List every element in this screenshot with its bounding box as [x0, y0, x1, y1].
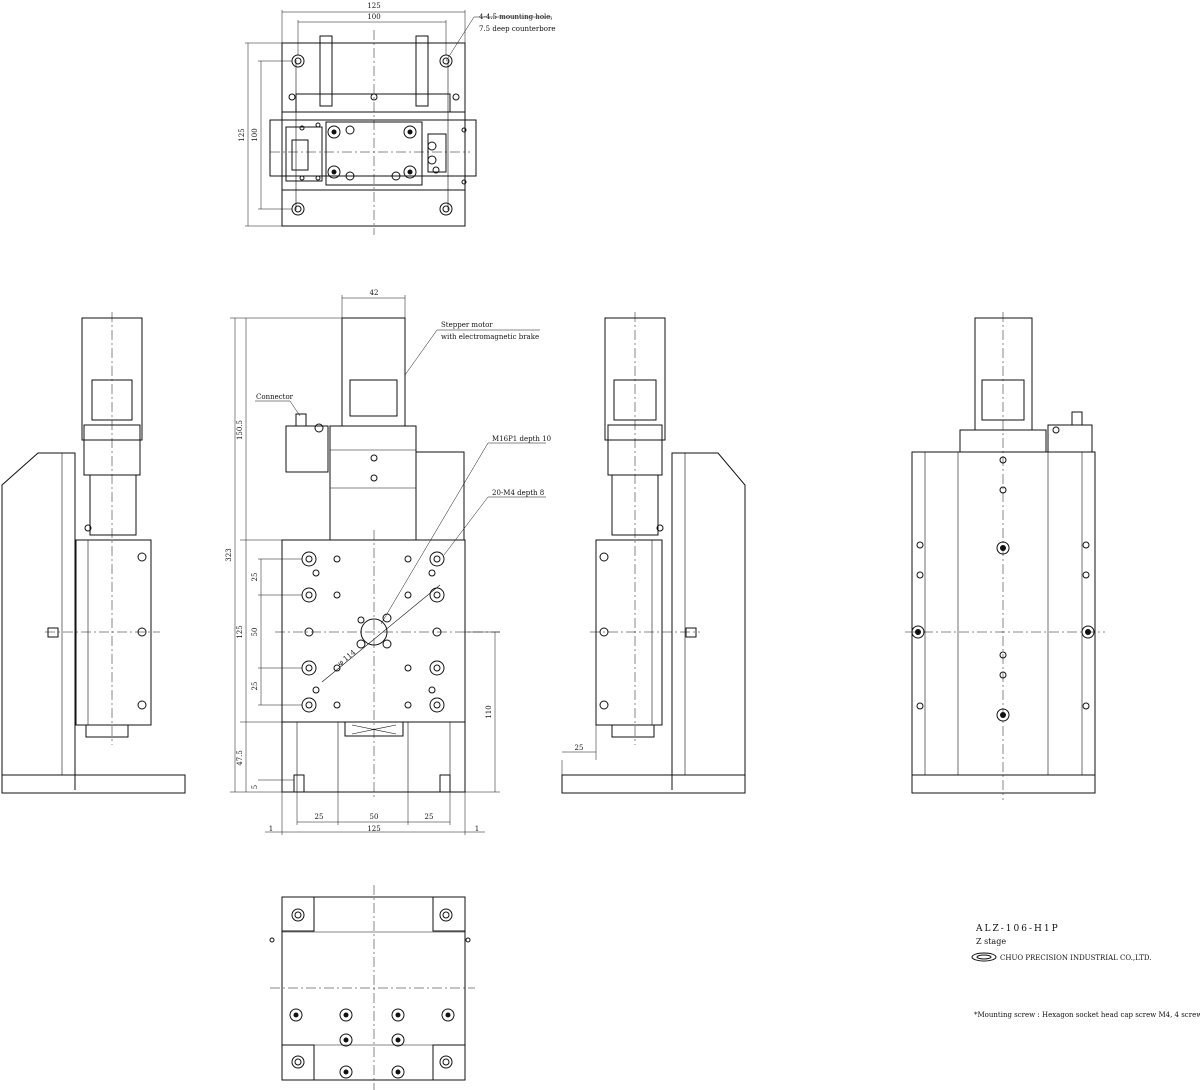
dim-base-47: 47.5	[236, 750, 244, 766]
model-description: Z stage	[976, 937, 1006, 946]
dim-top-side-125: 125	[238, 128, 246, 141]
mounting-hole-note-1: 4-4.5 mounting hole,	[479, 13, 553, 21]
mounting-hole-icon	[291, 54, 453, 216]
dim-edge-right: 1	[475, 825, 479, 833]
dim-total-323: 323	[225, 548, 233, 561]
dim-top-side-100: 100	[251, 128, 259, 141]
pcd-label: φ 114	[336, 648, 357, 667]
bottom-view	[269, 885, 475, 1090]
mounting-hole-note-2: 7.5 deep counterbore	[479, 25, 555, 33]
connector-label: Connector	[256, 393, 294, 401]
dim-bottom-25-right: 25	[425, 813, 434, 821]
dim-25-top: 25	[251, 573, 259, 582]
mounting-screw-note: *Mounting screw : Hexagon socket head ca…	[974, 1011, 1200, 1019]
dim-bottom-125: 125	[367, 825, 380, 833]
dim-top-125: 125	[367, 2, 380, 10]
dim-25-bottom: 25	[251, 682, 259, 691]
top-view: 125 100 125 100 4-4.5 mounting hole, 7.5…	[238, 2, 555, 235]
dim-5: 5	[251, 785, 259, 789]
center-hole-label: M16P1 depth 10	[492, 435, 551, 443]
model-number: ALZ-106-H1P	[975, 924, 1060, 934]
front-view: 42 323 150.5 125 47.5 25 50 25 5 110 25 …	[225, 289, 551, 835]
motor-label-2: with electromagnetic brake	[441, 333, 539, 341]
dim-motor-42: 42	[370, 289, 379, 297]
right-side-view: 25	[561, 312, 746, 794]
title-block: ALZ-106-H1P Z stage CHUO PRECISION INDUS…	[971, 924, 1200, 1019]
dim-motor-150: 150.5	[236, 420, 244, 440]
left-side-view	[1, 312, 186, 794]
dim-table-125: 125	[236, 625, 244, 638]
tapped-holes-label: 20-M4 depth 8	[492, 489, 544, 497]
company-name: CHUO PRECISION INDUSTRIAL CO.,LTD.	[1000, 954, 1151, 962]
dim-bottom-50: 50	[370, 813, 379, 821]
dim-side-25: 25	[575, 744, 584, 752]
company-logo-icon	[971, 952, 997, 962]
dim-edge-left: 1	[269, 825, 273, 833]
center-hole-icon	[360, 618, 388, 646]
motor-label-1: Stepper motor	[441, 321, 493, 329]
dim-top-100: 100	[367, 13, 380, 21]
dim-travel-110: 110	[485, 705, 493, 718]
dim-50: 50	[251, 628, 259, 637]
dim-bottom-25-left: 25	[315, 813, 324, 821]
rear-view	[905, 312, 1105, 800]
